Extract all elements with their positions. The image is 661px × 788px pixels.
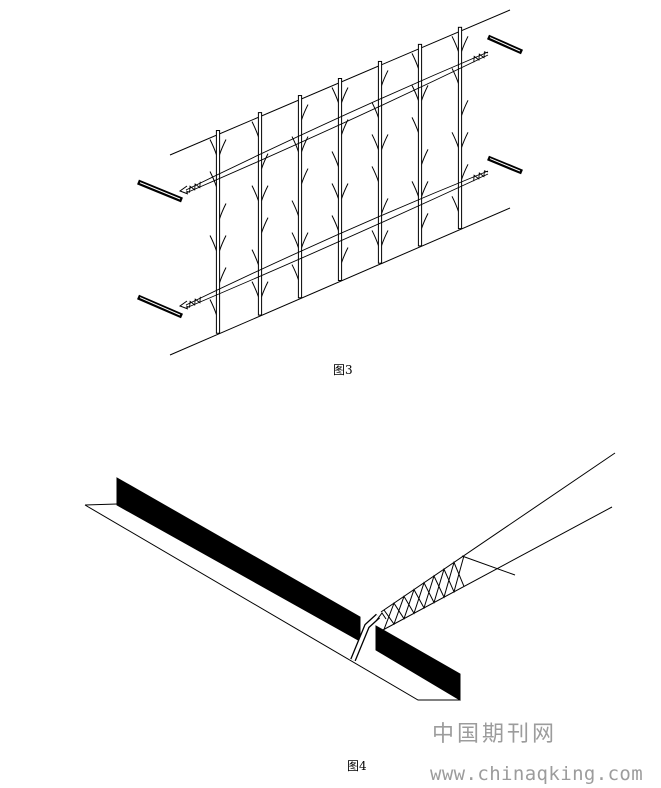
bamboo-pole [331, 78, 349, 281]
bamboo-leaf [261, 217, 269, 233]
anchor-rod-hook [375, 612, 387, 622]
bamboo-leaf [251, 249, 259, 265]
lower-cable [380, 506, 613, 632]
bamboo-leaf [371, 134, 389, 150]
arrow-head [178, 185, 189, 195]
upper-cable [380, 452, 616, 613]
bamboo-leaf [331, 183, 349, 199]
bamboo-leaf [451, 36, 469, 52]
anchors [137, 34, 524, 319]
bamboo-leaf [421, 213, 429, 229]
bamboo-leaf [381, 198, 389, 214]
bamboo-leaf [411, 53, 419, 69]
anchor-bar-highlight [489, 37, 521, 52]
upper-wire-strand-b [185, 54, 489, 194]
bamboo-leaf [291, 200, 299, 216]
wire-lashing-strand [383, 560, 465, 630]
bamboo-leaf [301, 104, 309, 120]
bamboo-leaf [261, 153, 269, 169]
bamboo-leaf [341, 247, 349, 263]
bamboo-leaf [219, 267, 227, 283]
bamboo-leaf [461, 164, 469, 180]
bamboo-leaf [209, 299, 217, 315]
bamboo-leaf [451, 68, 459, 84]
anchor-right-upper [486, 34, 524, 55]
bamboo-leaf [451, 196, 459, 212]
bamboo-leaf [411, 117, 419, 133]
bamboo-stem [297, 95, 303, 299]
bamboo-stem [457, 26, 463, 230]
bamboo-leaf [411, 85, 429, 101]
anchor-rod-core [351, 614, 380, 661]
bamboo-leaf [291, 232, 309, 248]
wire-spring [185, 181, 201, 193]
bamboo-leaf [451, 132, 469, 148]
lower-wire-strand-b [185, 173, 489, 309]
lower-boundary-line [169, 207, 511, 356]
bamboo-pole [291, 95, 309, 299]
figure-4-caption: 图4 [347, 759, 367, 773]
bamboo-leaf [421, 149, 429, 165]
bamboo-pole [209, 130, 227, 334]
anchor-bar-highlight [139, 297, 181, 316]
watermark-site-name: 中国期刊网 [432, 722, 558, 747]
lower-wire [185, 170, 489, 309]
bamboo-leaf [209, 171, 217, 187]
lower-wire-strand-a [185, 170, 489, 306]
bamboo-leaf [209, 139, 227, 155]
bamboo-stem [215, 130, 221, 334]
wire-spring [473, 51, 489, 63]
bamboo-leaf [411, 181, 429, 197]
bamboo-leaf [291, 264, 299, 280]
bamboo-poles [209, 26, 469, 334]
anchor-bar-highlight [139, 182, 181, 200]
bamboo-leaf [331, 215, 339, 231]
bamboo-leaf [251, 121, 259, 137]
bamboo-stem [337, 78, 343, 281]
cable-tail [461, 555, 516, 576]
bamboo-leaf [209, 235, 227, 251]
anchor-left-lower [137, 294, 189, 319]
bamboo-pole [411, 43, 429, 247]
ground-front-edge [84, 504, 460, 701]
bamboo-stem [257, 112, 263, 316]
bamboo-leaf [251, 185, 269, 201]
wire-lashing-strand [383, 555, 465, 626]
watermark-url: www.chinaqking.com [430, 763, 644, 785]
bamboo-pole [371, 60, 389, 264]
anchor-left-upper [137, 179, 189, 203]
figure-3-caption: 图3 [333, 363, 353, 377]
upper-wire [185, 51, 489, 194]
bamboo-pole [451, 26, 469, 230]
bamboo-leaf [219, 203, 227, 219]
anchor-bar-highlight [489, 158, 521, 172]
anchor-right-lower [487, 155, 523, 175]
bamboo-stem [377, 60, 383, 264]
bamboo-leaf [331, 87, 349, 103]
bamboo-leaf [371, 102, 379, 118]
retaining-board-left [116, 477, 361, 642]
bamboo-leaf [331, 151, 339, 167]
figure-3-diagram [137, 9, 524, 356]
wire-lashing [383, 555, 465, 630]
bamboo-leaf [371, 230, 389, 246]
bamboo-leaf [301, 168, 309, 184]
bamboo-leaf [371, 166, 379, 182]
arrow-head [178, 300, 189, 310]
wire-spring [185, 296, 201, 308]
wire-tensioners [185, 51, 489, 308]
bamboo-leaf [251, 281, 269, 297]
upper-wire-strand-a [185, 51, 489, 191]
wire-spring [473, 170, 489, 182]
bamboo-stem [417, 43, 423, 247]
retaining-board-right [375, 625, 461, 701]
ground-left-edge [84, 503, 118, 506]
figure-4-diagram [84, 452, 616, 701]
bamboo-leaf [381, 70, 389, 86]
anchor-rod [350, 612, 387, 662]
bamboo-leaf [461, 100, 469, 116]
bamboo-pole [251, 112, 269, 316]
